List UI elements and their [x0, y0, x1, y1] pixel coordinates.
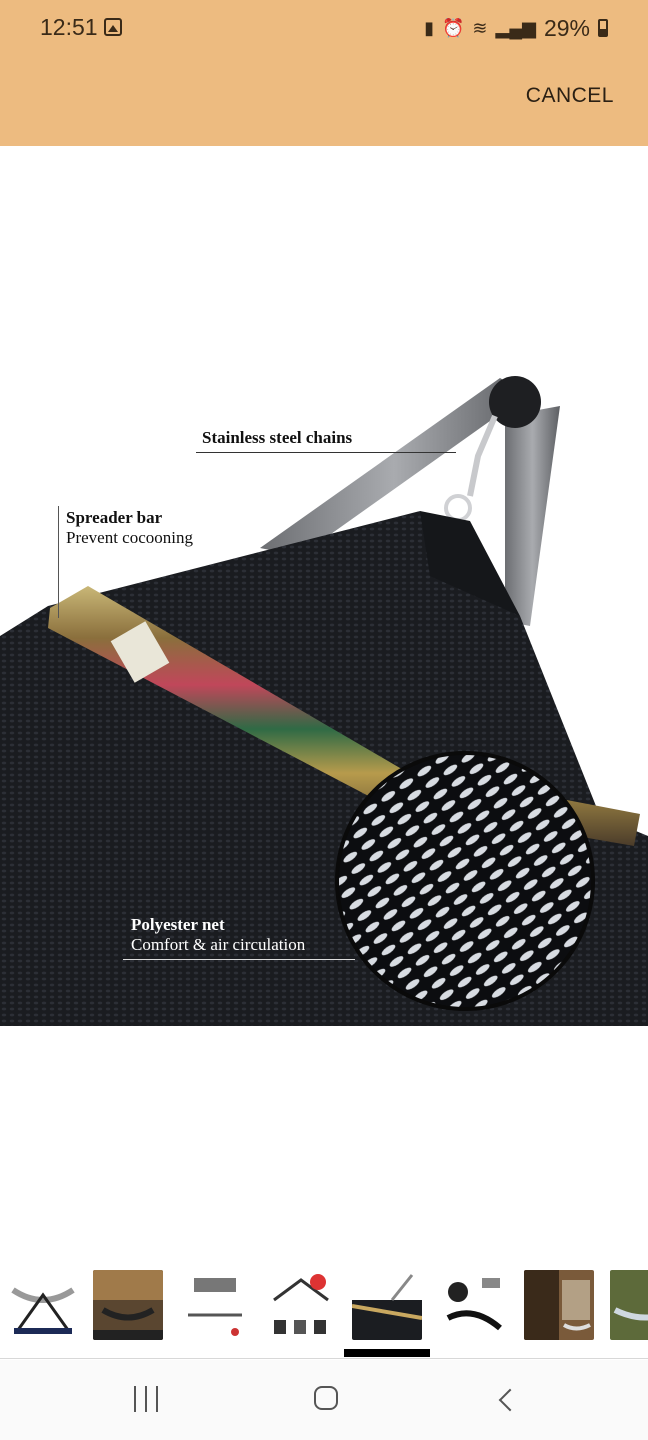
- back-icon[interactable]: [478, 1382, 538, 1418]
- signal-icon: ▂▄▆: [495, 18, 536, 38]
- callout-stainless-steel-chains: Stainless steel chains: [202, 428, 352, 448]
- callout-spreader-bar: Spreader bar Prevent cocooning: [66, 508, 193, 548]
- thumbnail-5-selected[interactable]: [352, 1270, 422, 1340]
- callout-spreader-leader-line: [58, 506, 59, 618]
- navbar-divider: [0, 1358, 648, 1359]
- alarm-icon: ⏰: [441, 18, 465, 38]
- home-icon[interactable]: [296, 1382, 356, 1418]
- status-icons: ▮ ⏰ ≋ ▂▄▆ 29%: [424, 14, 608, 42]
- callout-net-subtitle: Comfort & air circulation: [131, 935, 306, 954]
- thumbnail-7[interactable]: [524, 1270, 594, 1340]
- thumbnail-6[interactable]: [438, 1270, 508, 1340]
- callout-chains-leader-line: [196, 452, 456, 453]
- battery-icon: [598, 19, 608, 37]
- thumbnail-4[interactable]: [266, 1270, 336, 1340]
- selected-thumbnail-indicator: [344, 1349, 430, 1357]
- product-image-viewer[interactable]: Stainless steel chains Spreader bar Prev…: [0, 146, 648, 1258]
- callout-polyester-net: Polyester net Comfort & air circulation: [131, 915, 305, 955]
- battery-percent: 29%: [543, 14, 590, 41]
- wifi-icon: ≋: [472, 18, 488, 38]
- thumbnail-8[interactable]: [610, 1270, 648, 1340]
- thumbnail-1[interactable]: [8, 1270, 78, 1340]
- callout-chains-title: Stainless steel chains: [202, 428, 353, 447]
- gallery-icon: [104, 18, 122, 36]
- system-navigation-bar: [0, 1360, 648, 1440]
- thumbnail-3[interactable]: [180, 1270, 250, 1340]
- callout-spreader-title: Spreader bar: [66, 508, 163, 527]
- hammock-product-image: [0, 376, 648, 1026]
- top-app-bar: 12:51 ▮ ⏰ ≋ ▂▄▆ 29% CANCEL: [0, 0, 648, 146]
- thumbnail-strip[interactable]: [0, 1266, 648, 1346]
- cancel-button[interactable]: CANCEL: [525, 84, 614, 107]
- recent-apps-icon[interactable]: [116, 1382, 176, 1418]
- status-time: 12:51: [40, 14, 98, 40]
- battery-saver-icon: ▮: [424, 18, 434, 38]
- callout-net-title: Polyester net: [131, 915, 225, 934]
- thumbnail-2[interactable]: [93, 1270, 163, 1340]
- callout-spreader-subtitle: Prevent cocooning: [66, 528, 193, 547]
- callout-net-leader-line: [123, 959, 355, 960]
